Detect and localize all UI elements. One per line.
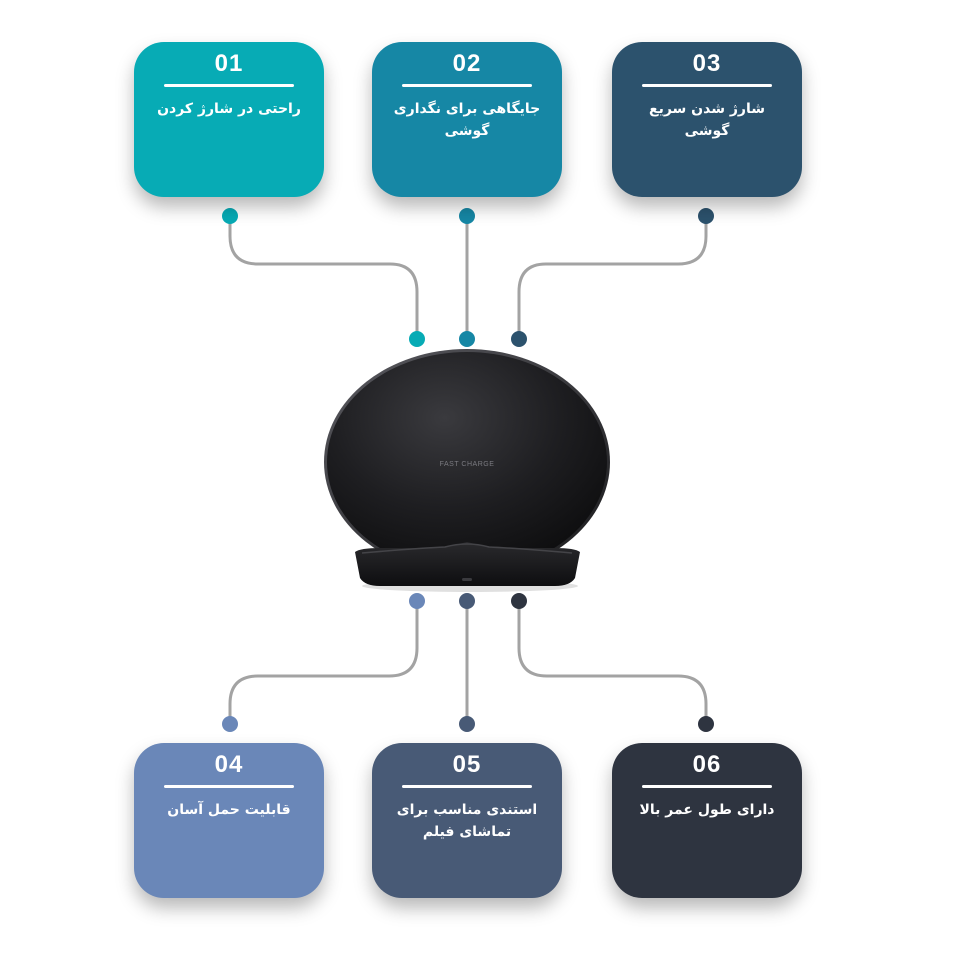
card-text: جایگاهی برای نگداری گوشی	[393, 101, 541, 139]
dot-01-card	[222, 208, 238, 224]
card-divider	[642, 785, 772, 788]
feature-card-04: 04 قابلیت حمل آسان	[134, 743, 324, 898]
card-number: 05	[452, 751, 482, 778]
dot-04-product	[409, 593, 425, 609]
card-number: 04	[214, 751, 244, 778]
dot-02-product	[459, 331, 475, 347]
card-number: 02	[452, 50, 482, 77]
card-divider	[402, 785, 532, 788]
charger-image	[324, 349, 610, 592]
card-text: استندی مناسب برای تماشای فیلم	[396, 802, 538, 840]
dot-02-card	[459, 208, 475, 224]
dot-06-card	[698, 716, 714, 732]
card-text: دارای طول عمر بالا	[639, 802, 775, 818]
dot-01-product	[409, 331, 425, 347]
dot-03-card	[698, 208, 714, 224]
card-divider	[164, 84, 294, 87]
card-divider	[402, 84, 532, 87]
dot-05-card	[459, 716, 475, 732]
dot-04-card	[222, 716, 238, 732]
connector-06	[517, 599, 708, 726]
card-text: راحتی در شارژ کردن	[157, 101, 301, 117]
dot-03-product	[511, 331, 527, 347]
card-text: قابلیت حمل آسان	[167, 802, 291, 818]
charger-label: FAST CHARGE	[440, 461, 495, 468]
card-number: 01	[214, 50, 244, 77]
dot-06-product	[511, 593, 527, 609]
feature-card-02: 02 جایگاهی برای نگداری گوشی	[372, 42, 562, 197]
feature-card-03: 03 شارژ شدن سریع گوشی	[612, 42, 802, 197]
card-divider	[164, 785, 294, 788]
card-divider	[642, 84, 772, 87]
card-text: شارژ شدن سریع گوشی	[649, 101, 765, 139]
connector-04	[228, 599, 419, 726]
dot-05-product	[459, 593, 475, 609]
feature-card-06: 06 دارای طول عمر بالا	[612, 743, 802, 898]
card-number: 06	[692, 751, 722, 778]
feature-card-05: 05 استندی مناسب برای تماشای فیلم	[372, 743, 562, 898]
connector-03	[517, 214, 708, 341]
card-number: 03	[692, 50, 722, 77]
connector-01	[228, 214, 419, 341]
feature-card-01: 01 راحتی در شارژ کردن	[134, 42, 324, 197]
